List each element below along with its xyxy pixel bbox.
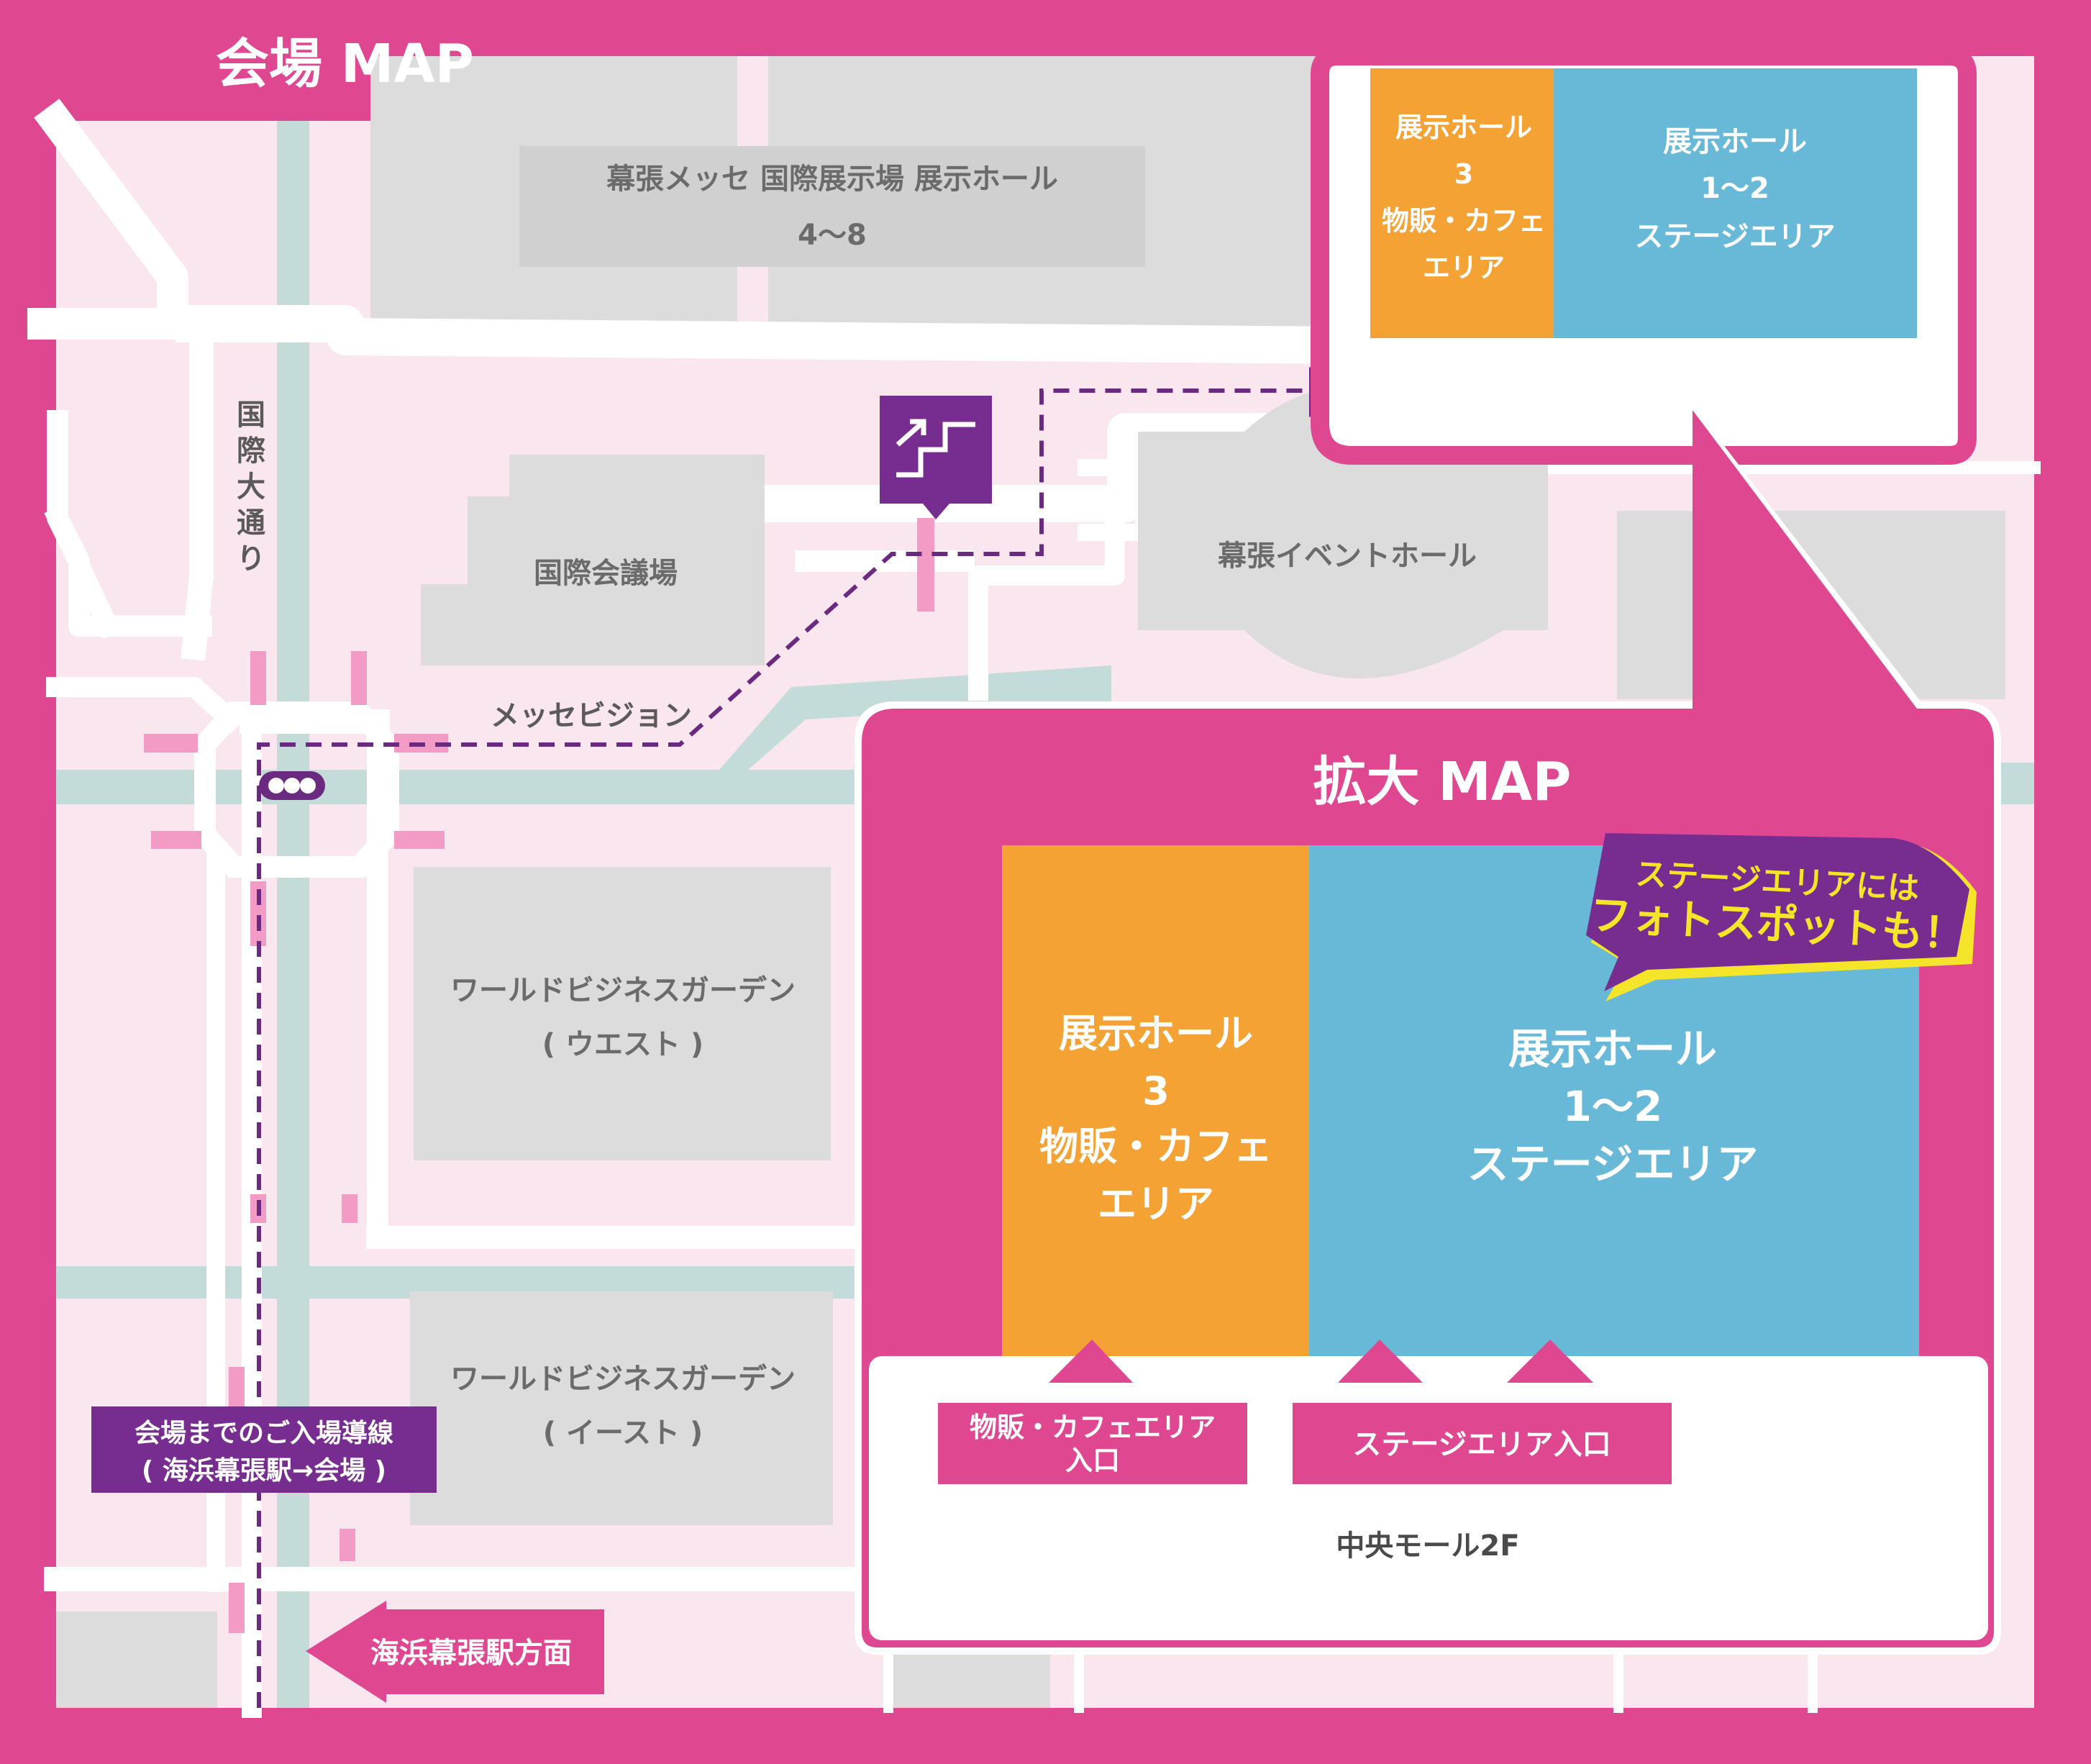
road-label-char: 際 (237, 435, 265, 468)
hall12-line3: ステージエリア (1467, 1140, 1759, 1188)
mini-hall3-line2: 3 (1454, 158, 1473, 190)
wbg-west-label: ワールドビジネスガーデン (450, 974, 796, 1007)
wbg-west-sub: ( ウエスト ) (542, 1028, 703, 1061)
kokusai-odori-label: 国 際 大 通 り (237, 399, 265, 576)
route-legend: 会場までのご入場導線 ( 海浜幕張駅→会場 ) (91, 1406, 437, 1493)
mini-hall12-line3: ステージエリア (1634, 220, 1835, 253)
hall3-line1: 展示ホール (1059, 1011, 1253, 1056)
wbg-west (414, 867, 831, 1160)
zoom-map-title: 拡大 MAP (1313, 751, 1572, 813)
goods-entrance-line2: 入口 (1065, 1445, 1120, 1476)
wbg-east-sub: ( イースト ) (543, 1417, 703, 1450)
mini-hall3-line1: 展示ホール (1395, 112, 1532, 143)
road-label-char: 国 (237, 399, 265, 432)
hall12-line2: 1～2 (1563, 1082, 1663, 1131)
mini-hall3-line3: 物販・カフェ (1382, 205, 1546, 237)
hall3-line2: 3 (1142, 1068, 1170, 1114)
traffic-light-icon (259, 771, 325, 800)
road-label-char: り (237, 542, 265, 576)
hall-3-area[interactable] (1002, 845, 1309, 1356)
international-conference-hall (421, 455, 765, 665)
route-legend-line1: 会場までのご入場導線 (135, 1419, 393, 1448)
route-legend-line2: ( 海浜幕張駅→会場 ) (142, 1456, 386, 1486)
messe-vision-label: メッセビジョン (491, 699, 692, 732)
hall12-line1: 展示ホール (1508, 1024, 1717, 1073)
page-title: 会場 MAP (216, 33, 474, 95)
messe-hall-number: 4～8 (798, 219, 867, 252)
wbg-east (410, 1291, 833, 1525)
entry-route (257, 388, 1320, 1708)
messe-hall-label: 幕張メッセ 国際展示場 展示ホール (606, 163, 1058, 196)
mini-hall12-line1: 展示ホール (1663, 125, 1807, 158)
mini-map: 展示ホール 3 物販・カフェ エリア 展示ホール 1～2 ステージエリア (1311, 47, 1977, 465)
stage-entrance-label: ステージエリア入口 (1352, 1428, 1611, 1461)
goods-entrance-arrow (1049, 1340, 1133, 1383)
stage-entrance-arrow-1 (1338, 1340, 1423, 1383)
hall3-line4: エリア (1098, 1181, 1214, 1227)
stage-entrance-arrow-2 (1507, 1340, 1593, 1383)
stage-area-entrance[interactable]: ステージエリア入口 (1293, 1403, 1672, 1484)
goods-cafe-entrance[interactable]: 物販・カフェエリア 入口 (938, 1403, 1247, 1484)
station-direction-arrow[interactable]: 海浜幕張駅方面 (306, 1601, 604, 1703)
zoom-map: 拡大 MAP 展示ホール 3 物販・カフェ エリア 展示ホール 1～2 ステージ… (855, 406, 2001, 1655)
roundabout (194, 701, 399, 878)
event-hall-label: 幕張イベントホール (1217, 540, 1477, 573)
goods-entrance-line1: 物販・カフェエリア (970, 1411, 1216, 1443)
road-label-char: 通 (237, 506, 265, 540)
conference-hall-label: 国際会議場 (534, 557, 678, 590)
wbg-east-label: ワールドビジネスガーデン (450, 1363, 796, 1396)
road-label-char: 大 (237, 470, 265, 504)
central-mall-label: 中央モール2F (1336, 1529, 1519, 1563)
messe-hall-4-8 (519, 146, 1145, 267)
stairs-icon[interactable] (880, 396, 992, 519)
mini-hall12-line2: 1～2 (1700, 172, 1769, 205)
photo-spot-badge: ステージエリアには フォトスポットも！ (1586, 833, 1977, 1001)
station-direction-label: 海浜幕張駅方面 (370, 1637, 572, 1670)
mini-hall3-line4: エリア (1423, 252, 1505, 283)
hall3-line3: 物販・カフェ (1039, 1124, 1272, 1169)
crosswalks (144, 518, 934, 1633)
